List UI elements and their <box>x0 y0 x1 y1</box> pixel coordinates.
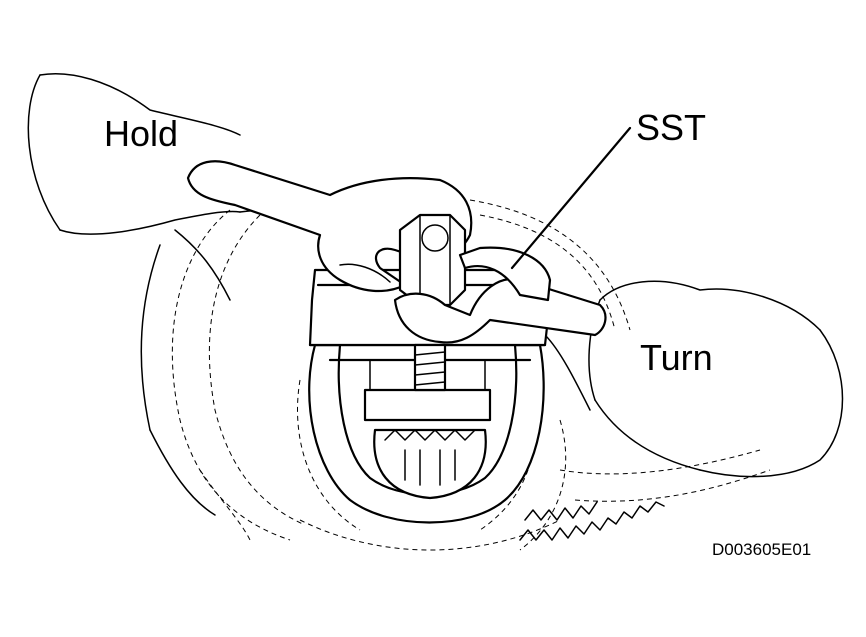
hex-bolt <box>398 213 467 307</box>
sst-label: SST <box>636 107 707 148</box>
sst-leader-line <box>510 126 632 270</box>
center-screw <box>373 343 487 500</box>
hold-label: Hold <box>104 113 179 154</box>
left-hand-illustration <box>27 73 351 516</box>
turn-label: Turn <box>640 337 713 378</box>
turning-wrench <box>393 246 607 344</box>
figure-id: D003605E01 <box>712 540 812 559</box>
gear-teeth <box>519 501 665 541</box>
right-hand-illustration <box>544 280 844 478</box>
